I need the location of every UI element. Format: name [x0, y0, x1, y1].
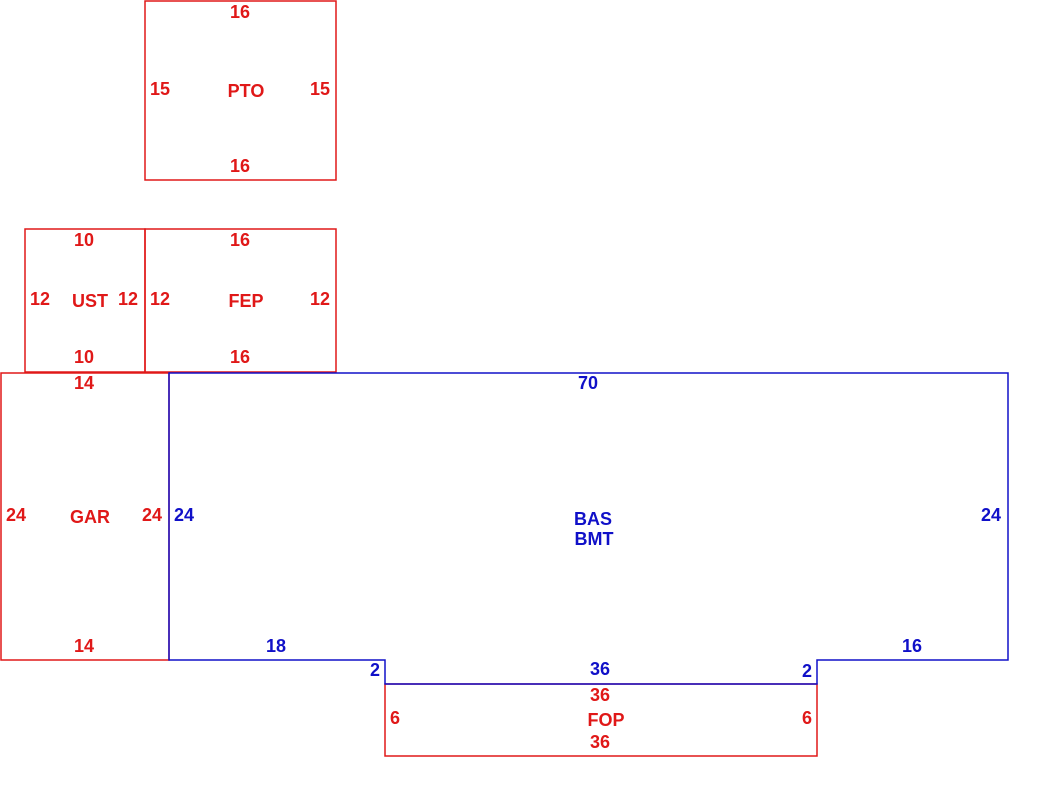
ust-dim-left: 12 [30, 289, 50, 309]
fep-dim-right: 12 [310, 289, 330, 309]
gar-dim-left: 24 [6, 505, 26, 525]
bas-label: BAS [574, 509, 612, 529]
bas-dim-top: 70 [578, 373, 598, 393]
bas-dim-left: 24 [174, 505, 194, 525]
area-fop[interactable]: 36 6 FOP 6 36 [384, 683, 818, 757]
bas-dim-step-right: 2 [802, 661, 812, 681]
ust-dim-right: 12 [118, 289, 138, 309]
fep-outline [144, 228, 337, 373]
fop-dim-right: 6 [802, 708, 812, 728]
fop-dim-left: 6 [390, 708, 400, 728]
area-pto[interactable]: 16 15 15 PTO 16 [144, 0, 337, 181]
fep-dim-top: 16 [230, 230, 250, 250]
pto-outline [144, 0, 337, 181]
bas-dim-bottom-right: 16 [902, 636, 922, 656]
bas-dim-bottom-left: 18 [266, 636, 286, 656]
gar-dim-top: 14 [74, 373, 94, 393]
pto-dim-bottom: 16 [230, 156, 250, 176]
fop-dim-top: 36 [590, 685, 610, 705]
fep-dim-left: 12 [150, 289, 170, 309]
fop-dim-bottom: 36 [590, 732, 610, 752]
gar-dim-right: 24 [142, 505, 162, 525]
area-fep[interactable]: 16 12 FEP 12 16 [144, 228, 337, 373]
area-gar[interactable]: 14 24 GAR 24 14 [0, 372, 170, 661]
pto-dim-right: 15 [310, 79, 330, 99]
pto-label: PTO [228, 81, 265, 101]
bas-dim-right: 24 [981, 505, 1001, 525]
area-ust[interactable]: 10 12 UST 12 10 [24, 228, 146, 373]
pto-dim-left: 15 [150, 79, 170, 99]
bas-dim-step-left: 2 [370, 660, 380, 680]
fep-dim-bottom: 16 [230, 347, 250, 367]
gar-dim-bottom: 14 [74, 636, 94, 656]
ust-label: UST [72, 291, 108, 311]
bmt-label: BMT [575, 529, 614, 549]
fep-label: FEP [228, 291, 263, 311]
pto-dim-top: 16 [230, 2, 250, 22]
gar-label: GAR [70, 507, 110, 527]
bas-dim-bottom-middle: 36 [590, 659, 610, 679]
ust-dim-top: 10 [74, 230, 94, 250]
area-bas[interactable]: 70 24 24 BAS BMT 18 16 2 2 36 [168, 372, 1009, 685]
bas-outline [168, 372, 1009, 685]
fop-label: FOP [587, 710, 624, 730]
ust-dim-bottom: 10 [74, 347, 94, 367]
